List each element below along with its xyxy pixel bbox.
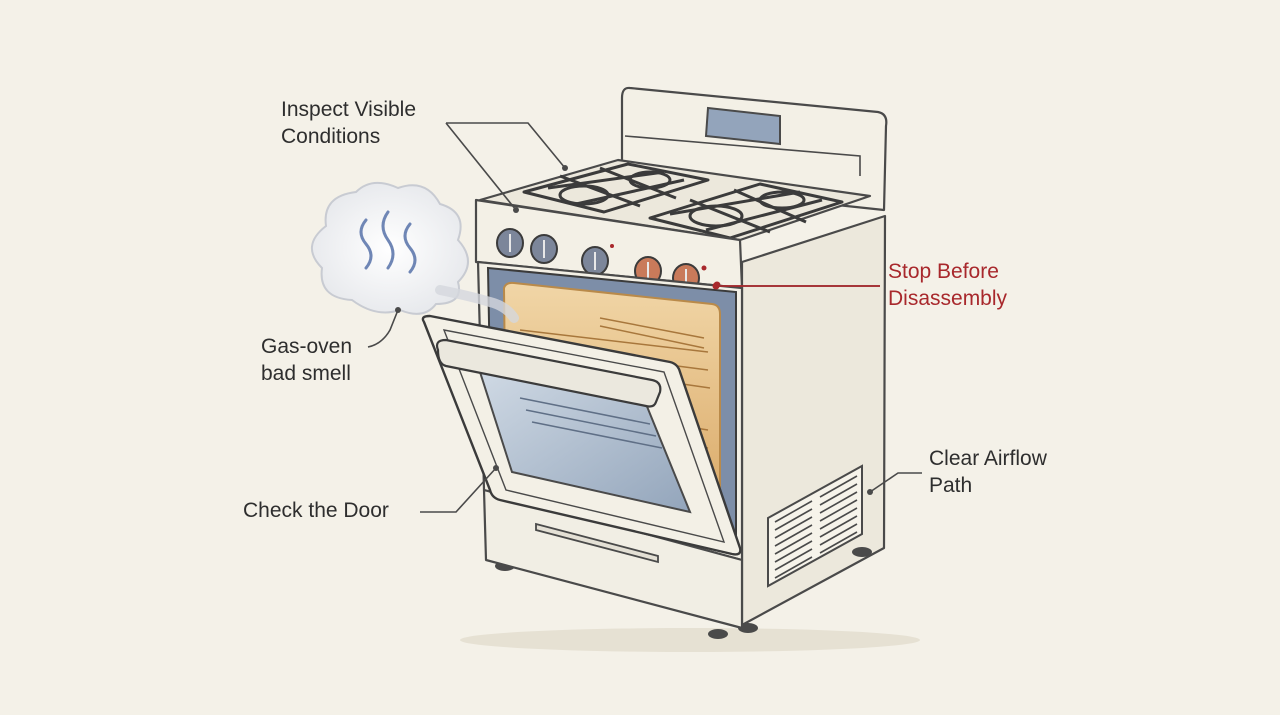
callout-door-line-1: Check the Door [243, 499, 389, 522]
callout-gas-line-2: bad smell [261, 362, 351, 385]
leader-gas [367, 309, 399, 348]
callout-gas-line-1: Gas-oven [261, 335, 353, 358]
callout-stop-line-1: Stop Before [888, 260, 999, 283]
drawer-handle [535, 522, 659, 564]
door-handle [435, 338, 662, 408]
leader-inspect-2 [446, 122, 566, 169]
callout-inspect-line-1: Inspect Visible [281, 98, 417, 121]
callout-inspect-visible-conditions: Inspect Visible Conditions [281, 96, 416, 150]
oven-side-panel [740, 214, 887, 627]
leader-door [420, 467, 497, 513]
callout-dots [395, 165, 873, 495]
leader-inspect [445, 122, 517, 211]
backsplash-top-edge [624, 135, 861, 176]
leader-airflow [869, 472, 922, 493]
callout-airflow-line-2: Path [929, 474, 973, 497]
callout-inspect-line-2: Conditions [281, 125, 381, 148]
floor-shadow [460, 628, 920, 652]
vent-grille [767, 464, 863, 588]
burner-grate-icon [522, 162, 844, 240]
callout-check-the-door: Check the Door [243, 497, 389, 524]
smoke-icon [311, 181, 519, 323]
callout-stop-before-disassembly: Stop Before Disassembly [888, 258, 1007, 312]
callout-stop-line-2: Disassembly [888, 287, 1008, 310]
display-window [704, 106, 781, 146]
door-rack-reflection [519, 397, 663, 449]
callout-airflow-line-1: Clear Airflow [929, 447, 1047, 470]
callout-clear-airflow-path: Clear Airflow Path [929, 445, 1047, 499]
door-inner-edge [442, 329, 726, 543]
callout-gas-oven-bad-smell: Gas-oven bad smell [261, 333, 352, 387]
